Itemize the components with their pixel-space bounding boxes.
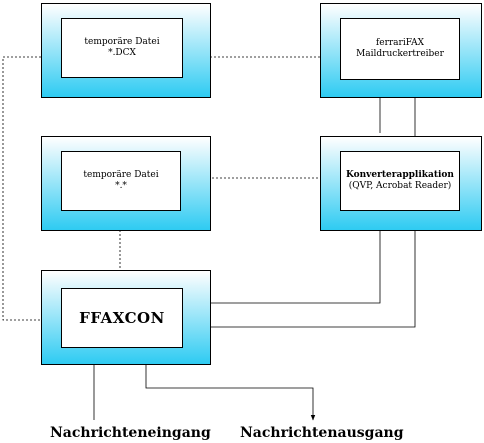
output-label: Nachrichtenausgang bbox=[240, 425, 404, 441]
arrow-dcx-to-ffaxcon bbox=[2, 56, 61, 323]
box-ffax-driver[interactable]: ferrariFAX Maildruckertreiber bbox=[340, 18, 460, 80]
box-converter[interactable]: Konverterapplikation (QVP, Acrobat Reade… bbox=[340, 151, 460, 211]
input-label: Nachrichteneingang bbox=[50, 425, 211, 441]
box-dcx[interactable]: temporäre Datei *.DCX bbox=[61, 18, 183, 78]
box-dcx-line1: temporäre Datei bbox=[84, 36, 160, 47]
box-temp-any[interactable]: temporäre Datei *.* bbox=[61, 151, 181, 211]
arrow-ffaxcon-to-output bbox=[145, 346, 316, 421]
box-ffaxcon[interactable]: FFAXCON bbox=[61, 288, 183, 348]
box-driver-line1: ferrariFAX bbox=[375, 37, 425, 48]
arrow-ffaxcon-to-converter bbox=[180, 209, 383, 304]
box-ffaxcon-label: FFAXCON bbox=[79, 308, 165, 327]
box-temp-line2: *.* bbox=[115, 181, 127, 191]
arrow-converter-to-ffaxcon bbox=[181, 210, 416, 330]
box-converter-line2: (QVP, Acrobat Reader) bbox=[348, 181, 452, 191]
box-driver-line2: Maildruckertreiber bbox=[356, 49, 444, 59]
box-temp-line1: temporäre Datei bbox=[83, 169, 159, 180]
box-converter-line1: Konverterapplikation bbox=[346, 169, 454, 180]
box-dcx-line2: *.DCX bbox=[108, 48, 136, 58]
